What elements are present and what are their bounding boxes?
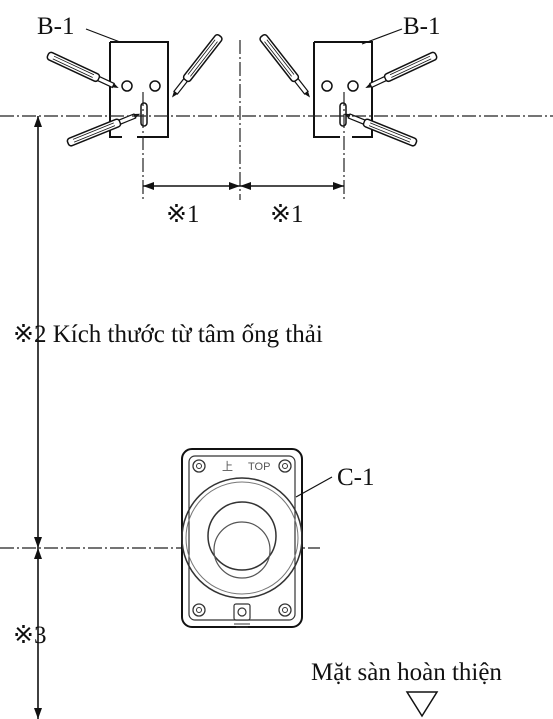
dimension-3-label: ※3 (13, 622, 46, 649)
triangle-down-icon (405, 691, 439, 718)
floor-label: Mặt sàn hoàn thiện (311, 659, 502, 686)
dimension-1-right-label: ※1 (270, 201, 303, 228)
device-top-mark: TOP (248, 461, 270, 473)
dimension-1-right (240, 182, 344, 190)
c1-leader (295, 476, 333, 498)
dimension-2 (34, 116, 42, 548)
screwdriver-icon (362, 50, 439, 93)
b1-right-label: B-1 (403, 13, 441, 40)
dimension-3 (34, 548, 42, 719)
b1-right-leader (361, 28, 403, 45)
dimension-1-left-label: ※1 (166, 201, 199, 228)
right-bracket (313, 41, 373, 138)
screwdriver-icon (168, 32, 224, 101)
c1-label: C-1 (337, 464, 375, 491)
screwdriver-icon (258, 32, 314, 101)
b1-left-leader (85, 28, 121, 43)
dimension-2-label: ※2 Kích thước từ tâm ống thải (13, 321, 323, 348)
dimension-1-left (143, 182, 240, 190)
drain-device (181, 448, 303, 628)
b1-left-label: B-1 (37, 13, 75, 40)
left-bracket (109, 41, 169, 138)
device-kanji-mark: 上 (222, 460, 233, 473)
